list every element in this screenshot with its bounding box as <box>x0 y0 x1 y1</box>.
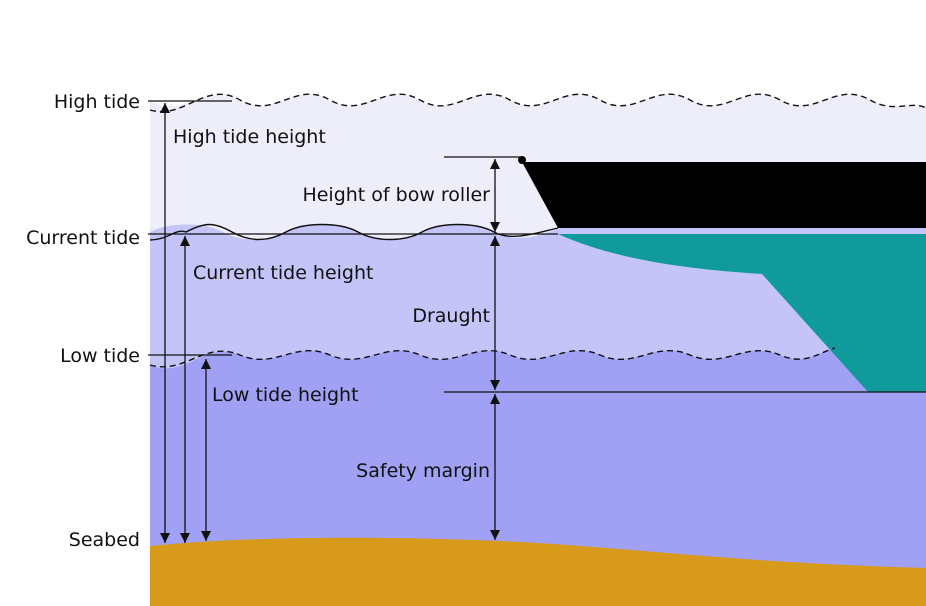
current-tide-height-label: Current tide height <box>193 262 373 284</box>
bow-roller <box>518 156 526 164</box>
low-tide-wave-line <box>149 347 836 368</box>
high-tide-height-label: High tide height <box>173 126 326 148</box>
seabed <box>150 537 926 606</box>
boat-hull-upper <box>522 162 926 228</box>
boat-hull-lower <box>558 234 926 392</box>
high-tide-label: High tide <box>54 91 140 113</box>
height-of-bow-roller-label: Height of bow roller <box>302 184 490 206</box>
safety-margin-label: Safety margin <box>356 460 490 482</box>
low-tide-height-label: Low tide height <box>212 384 359 406</box>
seabed-label: Seabed <box>69 529 140 551</box>
current-tide-label: Current tide <box>26 227 140 249</box>
high-tide-wave-line <box>149 93 926 113</box>
low-tide-label: Low tide <box>60 345 140 367</box>
draught-label: Draught <box>412 305 490 327</box>
